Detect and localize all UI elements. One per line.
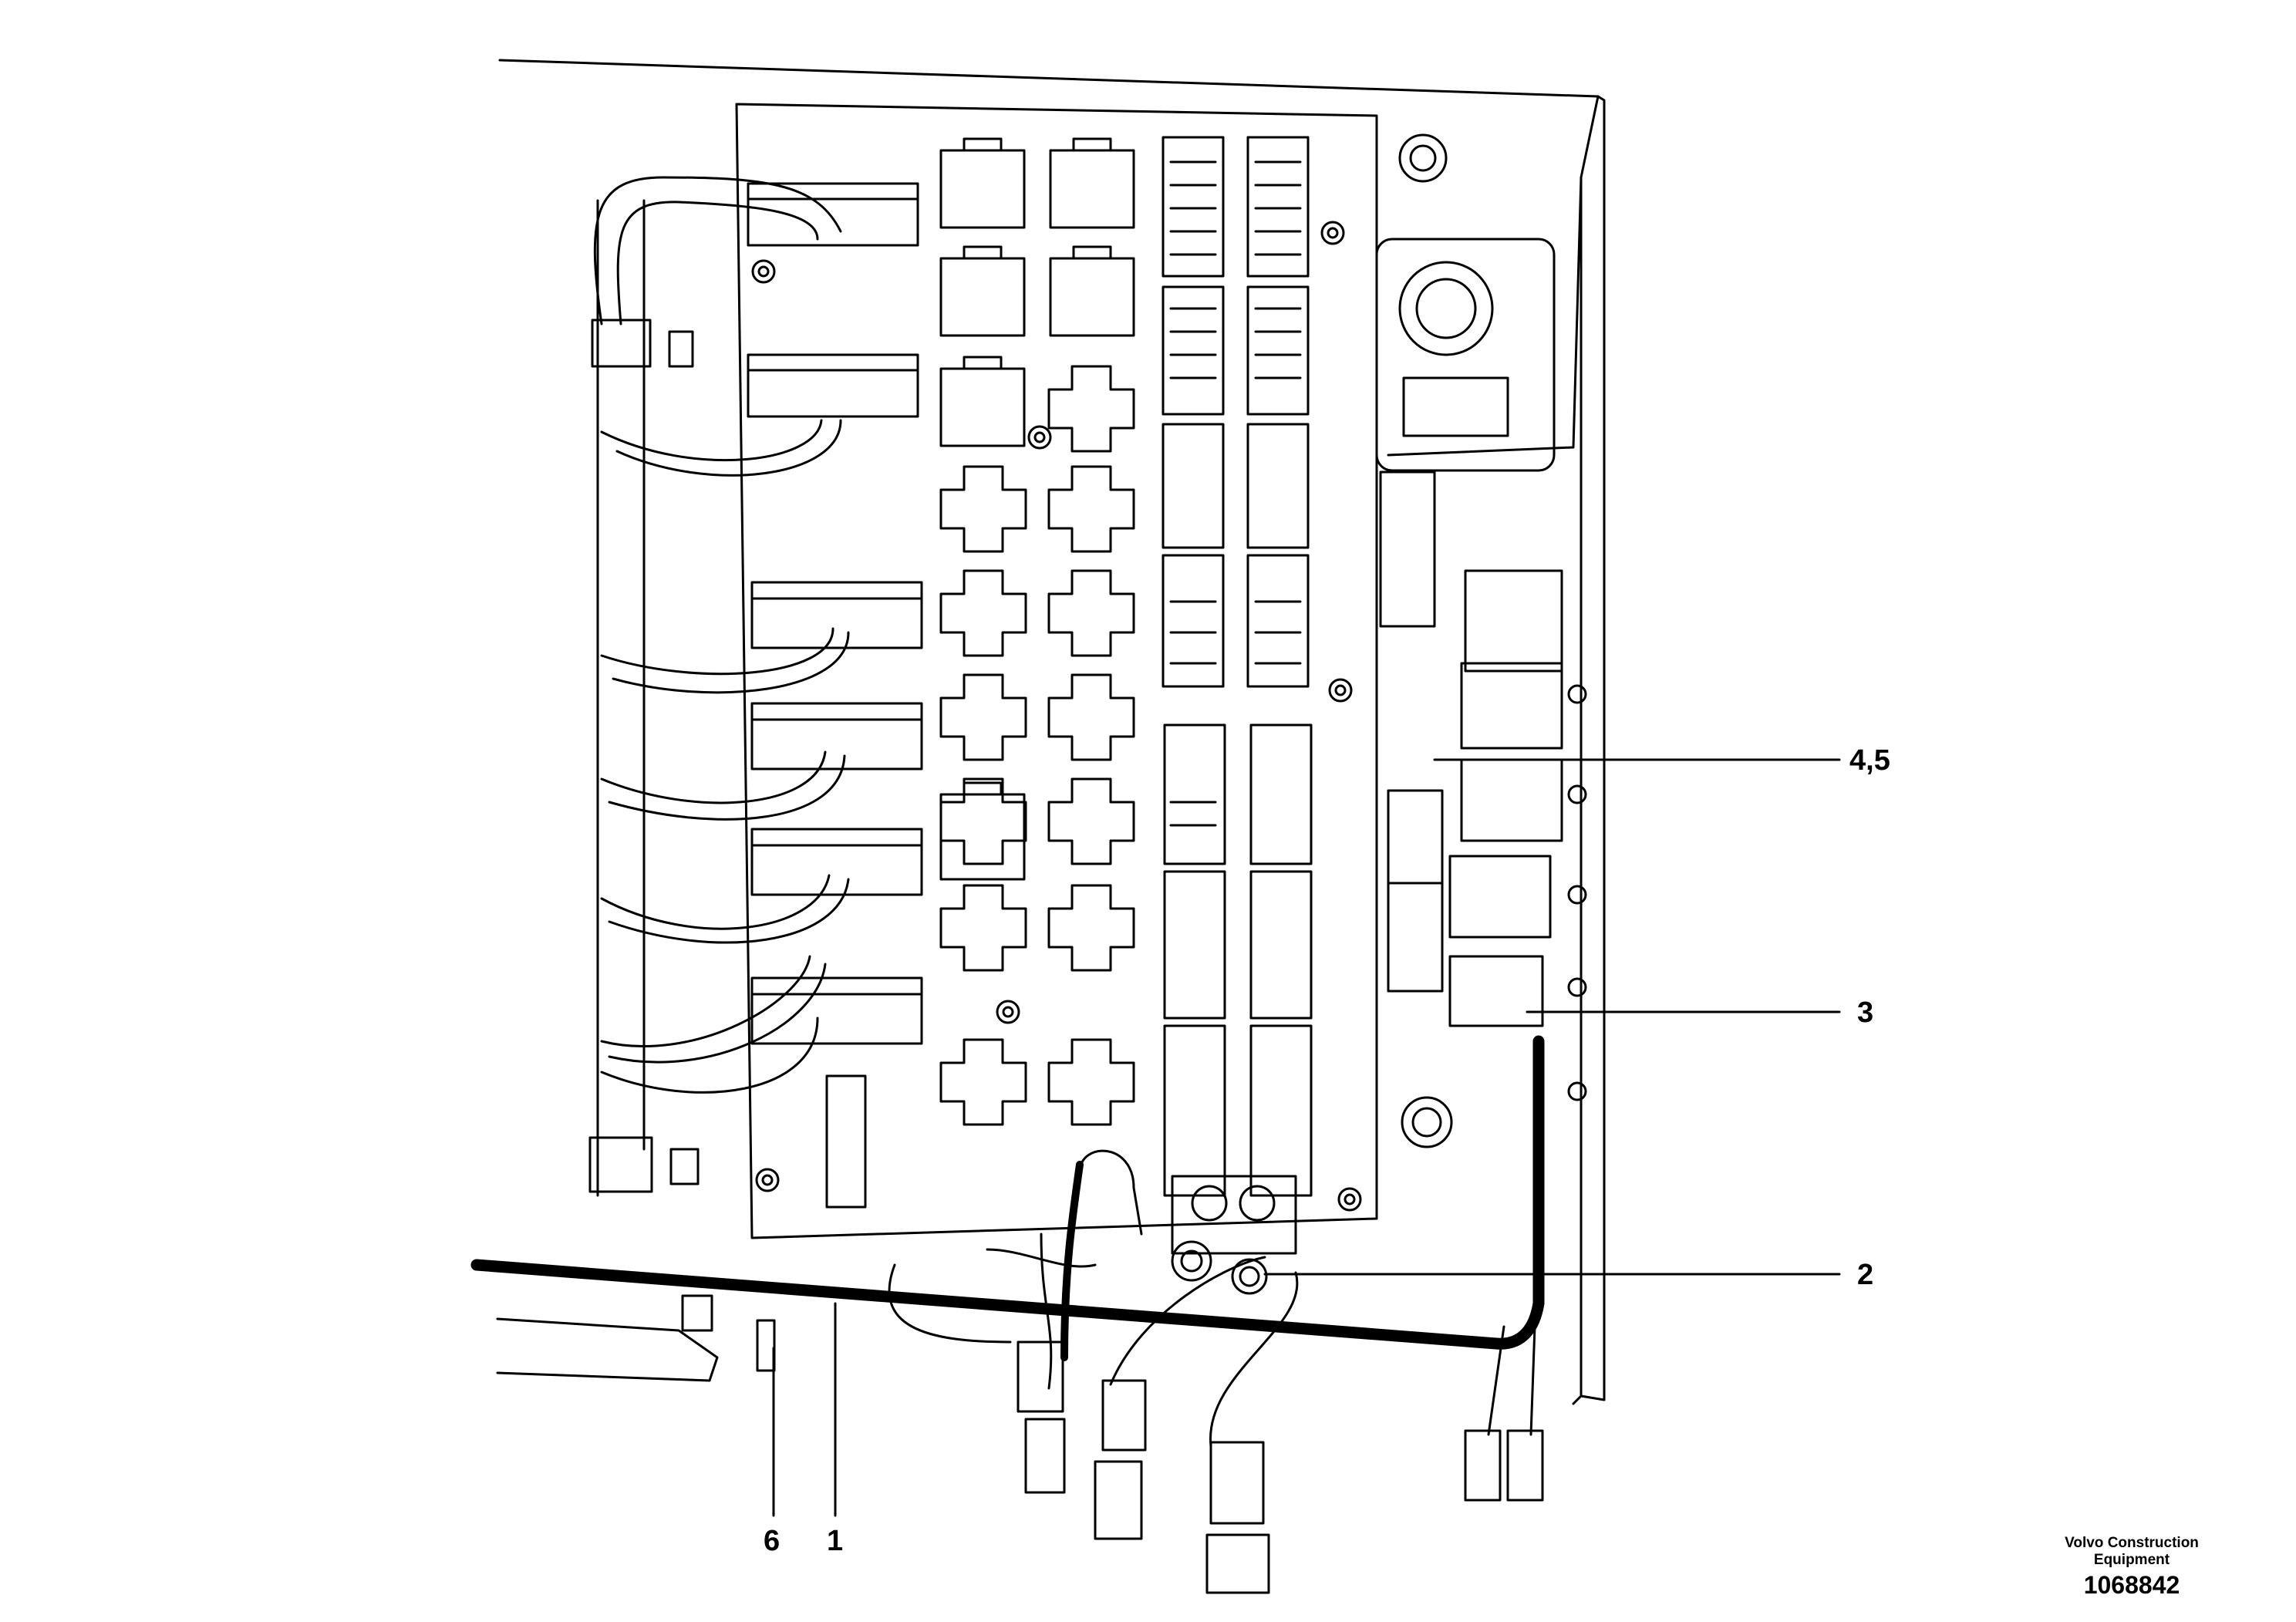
- relay-group: [939, 137, 1135, 881]
- diode-connectors: [747, 182, 923, 1209]
- brand-line-2: Equipment: [2093, 1552, 2170, 1568]
- callout-4-5: 4,5: [1849, 744, 1890, 777]
- bottom-harness: [496, 1149, 1544, 1594]
- relay-socket-group: [939, 365, 1135, 1126]
- brand-line-1: Volvo Construction: [2065, 1535, 2199, 1551]
- callout-6: 6: [764, 1525, 780, 1557]
- fuse-column-right: [1246, 136, 1313, 1197]
- main-wiring-harness: [470, 1035, 1545, 1361]
- callout-2: 2: [1857, 1259, 1873, 1291]
- callout-1: 1: [827, 1525, 843, 1557]
- left-harness-tube: [588, 176, 850, 1197]
- mounting-plate: [735, 103, 1378, 1239]
- leader-lines: [772, 758, 1841, 1517]
- brand-label: Volvo Construction Equipment: [2031, 1535, 2232, 1569]
- right-side-modules: [1375, 133, 1587, 1148]
- fuse-column-left: [1161, 136, 1226, 1197]
- callout-3: 3: [1857, 996, 1873, 1029]
- document-number: 1068842: [2083, 1571, 2180, 1599]
